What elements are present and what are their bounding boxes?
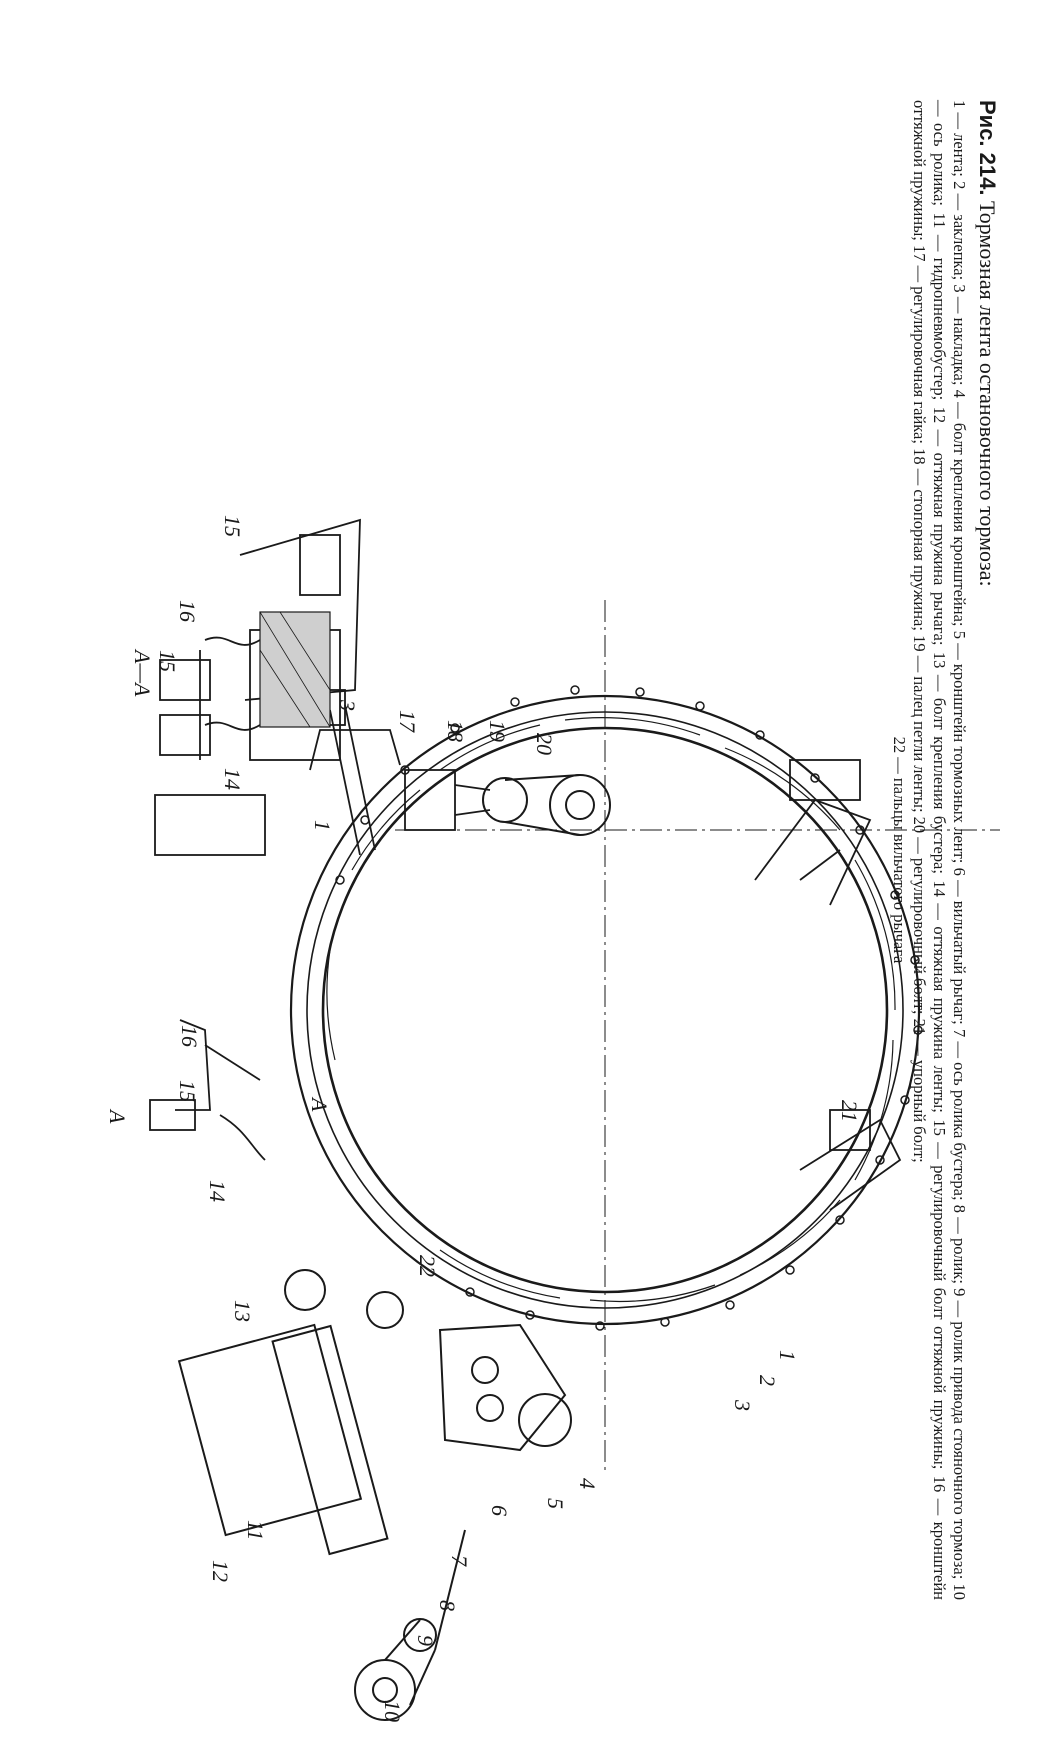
callout-labels: А—А 1 2 3 4 5 6 7 8 9 10 11 12 13 14 15 … [105,515,862,1722]
brake-band-inner [306,711,904,1309]
section-mark-a-left: А [105,1108,130,1124]
adjusting-nut [404,769,491,831]
callout-4: 4 [575,1478,600,1489]
brake-band-outer [289,694,921,1326]
caption-title: Рис. 214. Тормозная лента остановочного … [973,100,1000,1600]
callout-12: 12 [208,1560,233,1582]
figure-title: Тормозная лента остановочного тормоза: [975,200,1000,587]
callout-5: 5 [543,1498,568,1509]
detail-callout-16: 16 [175,600,200,622]
callout-9: 9 [413,1635,438,1646]
callout-10: 10 [380,1700,405,1722]
brake-drum [321,726,889,1294]
callout-13: 13 [230,1300,255,1322]
callout-6: 6 [487,1505,512,1516]
figure-number: Рис. 214. [975,100,1000,196]
caption-legend: 1 — лента; 2 — заклепка; 3 — накладка; 4… [909,100,970,1600]
section-title: А—А [130,648,155,697]
callout-20: 20 [532,733,557,755]
callout-3: 3 [730,1399,755,1411]
booster-11 [177,1269,404,1556]
callout-2: 2 [755,1375,780,1386]
callout-11: 11 [243,1520,268,1540]
caption-legend-tail: 22 — пальцы вильчатого рычага [889,736,909,964]
right-spring-bracket [754,759,872,906]
callout-18: 18 [443,720,468,742]
callout-16: 16 [177,1025,202,1047]
callout-22: 22 [415,1255,440,1277]
band-loop-ends [482,774,611,836]
rollers-8-9 [354,1529,466,1721]
detail-callout-14: 14 [220,768,245,790]
section-mark-a-right: А [307,1096,332,1112]
left-spring-bracket [149,1019,266,1161]
callout-1: 1 [775,1350,800,1361]
section-detail [154,518,361,856]
callout-15: 15 [175,1080,200,1102]
callout-17: 17 [395,710,420,733]
figure-caption: Рис. 214. Тормозная лента остановочного … [889,100,1000,1600]
callout-8: 8 [435,1600,460,1611]
detail-callout-1: 1 [310,820,335,831]
detail-callout-15b: 15 [220,515,245,537]
callout-14: 14 [205,1180,230,1202]
callout-7: 7 [447,1555,472,1567]
detail-callout-15a: 15 [155,650,180,672]
callout-21: 21 [837,1100,862,1122]
stop-bolt-bracket [799,1109,902,1211]
callout-19: 19 [485,720,510,742]
forked-lever [438,1323,572,1452]
main-assembly [149,600,1000,1721]
detail-callout-3: 3 [335,699,360,711]
rivets [335,685,923,1331]
